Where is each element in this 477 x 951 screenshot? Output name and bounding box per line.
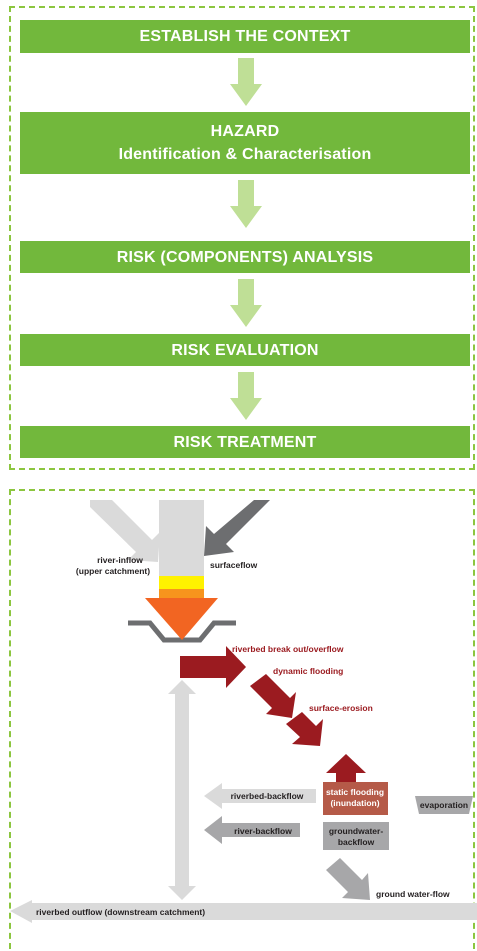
static-flooding-sublabel: (inundation) bbox=[330, 798, 379, 808]
breakout-arrow-icon bbox=[180, 646, 246, 688]
surface-erosion-label: surface-erosion bbox=[309, 703, 373, 713]
static-flooding-label: static flooding bbox=[326, 787, 384, 797]
river-orange-band bbox=[159, 589, 204, 598]
evaporation-shape bbox=[415, 796, 473, 814]
process-frame bbox=[9, 6, 475, 470]
dynamic-flooding-arrow-icon bbox=[250, 674, 296, 718]
step-risk-treatment: RISK TREATMENT bbox=[20, 426, 470, 458]
river-column bbox=[159, 500, 204, 576]
ground-water-flow-label: ground water-flow bbox=[376, 889, 450, 899]
down-arrow-icon bbox=[230, 180, 262, 228]
static-flooding-box bbox=[323, 782, 388, 815]
surface-erosion-arrow-icon bbox=[286, 712, 323, 746]
step-label: RISK EVALUATION bbox=[171, 341, 319, 359]
step-risk-evaluation: RISK EVALUATION bbox=[20, 334, 470, 366]
riverbed-backflow-label: riverbed-backflow bbox=[231, 791, 304, 801]
river-yellow-band bbox=[159, 576, 204, 589]
step-hazard: HAZARD Identification & Characterisation bbox=[20, 112, 470, 174]
surfaceflow-arrow-icon bbox=[204, 500, 270, 556]
river-inflow-sublabel: (upper catchment) bbox=[76, 566, 150, 576]
left-inflow-arrow-icon bbox=[90, 500, 160, 562]
dynamic-flooding-label: dynamic flooding bbox=[273, 666, 343, 676]
groundwater-backflow-label: groundwater- bbox=[329, 826, 383, 836]
ground-water-flow-arrow-icon bbox=[326, 858, 370, 900]
inflow-funnel bbox=[145, 598, 218, 640]
river-inflow-label: river-inflow bbox=[97, 555, 143, 565]
step-establish-context: ESTABLISH THE CONTEXT bbox=[20, 20, 470, 53]
riverbed-outflow-arrow-icon bbox=[10, 900, 477, 923]
river-backflow-arrow-icon bbox=[204, 816, 300, 844]
vertical-backflow-arrow-icon bbox=[168, 680, 196, 900]
groundwater-backflow-box bbox=[323, 822, 389, 850]
static-upward-arrow-icon bbox=[326, 754, 366, 782]
evaporation-label: evaporation bbox=[420, 800, 468, 810]
step-sublabel: Identification & Characterisation bbox=[118, 146, 372, 163]
flow-diagram-frame bbox=[9, 489, 475, 949]
riverbed-outflow-label: riverbed outflow (downstream catchment) bbox=[36, 907, 205, 917]
step-label: RISK TREATMENT bbox=[173, 433, 317, 451]
down-arrow-icon bbox=[230, 279, 262, 327]
breakout-label: riverbed break out/overflow bbox=[232, 644, 344, 654]
riverbed-backflow-arrow-icon bbox=[204, 783, 316, 809]
down-arrow-icon bbox=[230, 372, 262, 420]
step-label: HAZARD bbox=[210, 123, 280, 140]
step-risk-analysis: RISK (COMPONENTS) ANALYSIS bbox=[20, 241, 470, 273]
surfaceflow-label: surfaceflow bbox=[210, 560, 258, 570]
down-arrow-icon bbox=[230, 58, 262, 106]
step-label: RISK (COMPONENTS) ANALYSIS bbox=[116, 248, 374, 266]
groundwater-backflow-sublabel: backflow bbox=[338, 837, 375, 847]
step-label: ESTABLISH THE CONTEXT bbox=[139, 28, 351, 45]
river-backflow-label: river-backflow bbox=[234, 826, 292, 836]
